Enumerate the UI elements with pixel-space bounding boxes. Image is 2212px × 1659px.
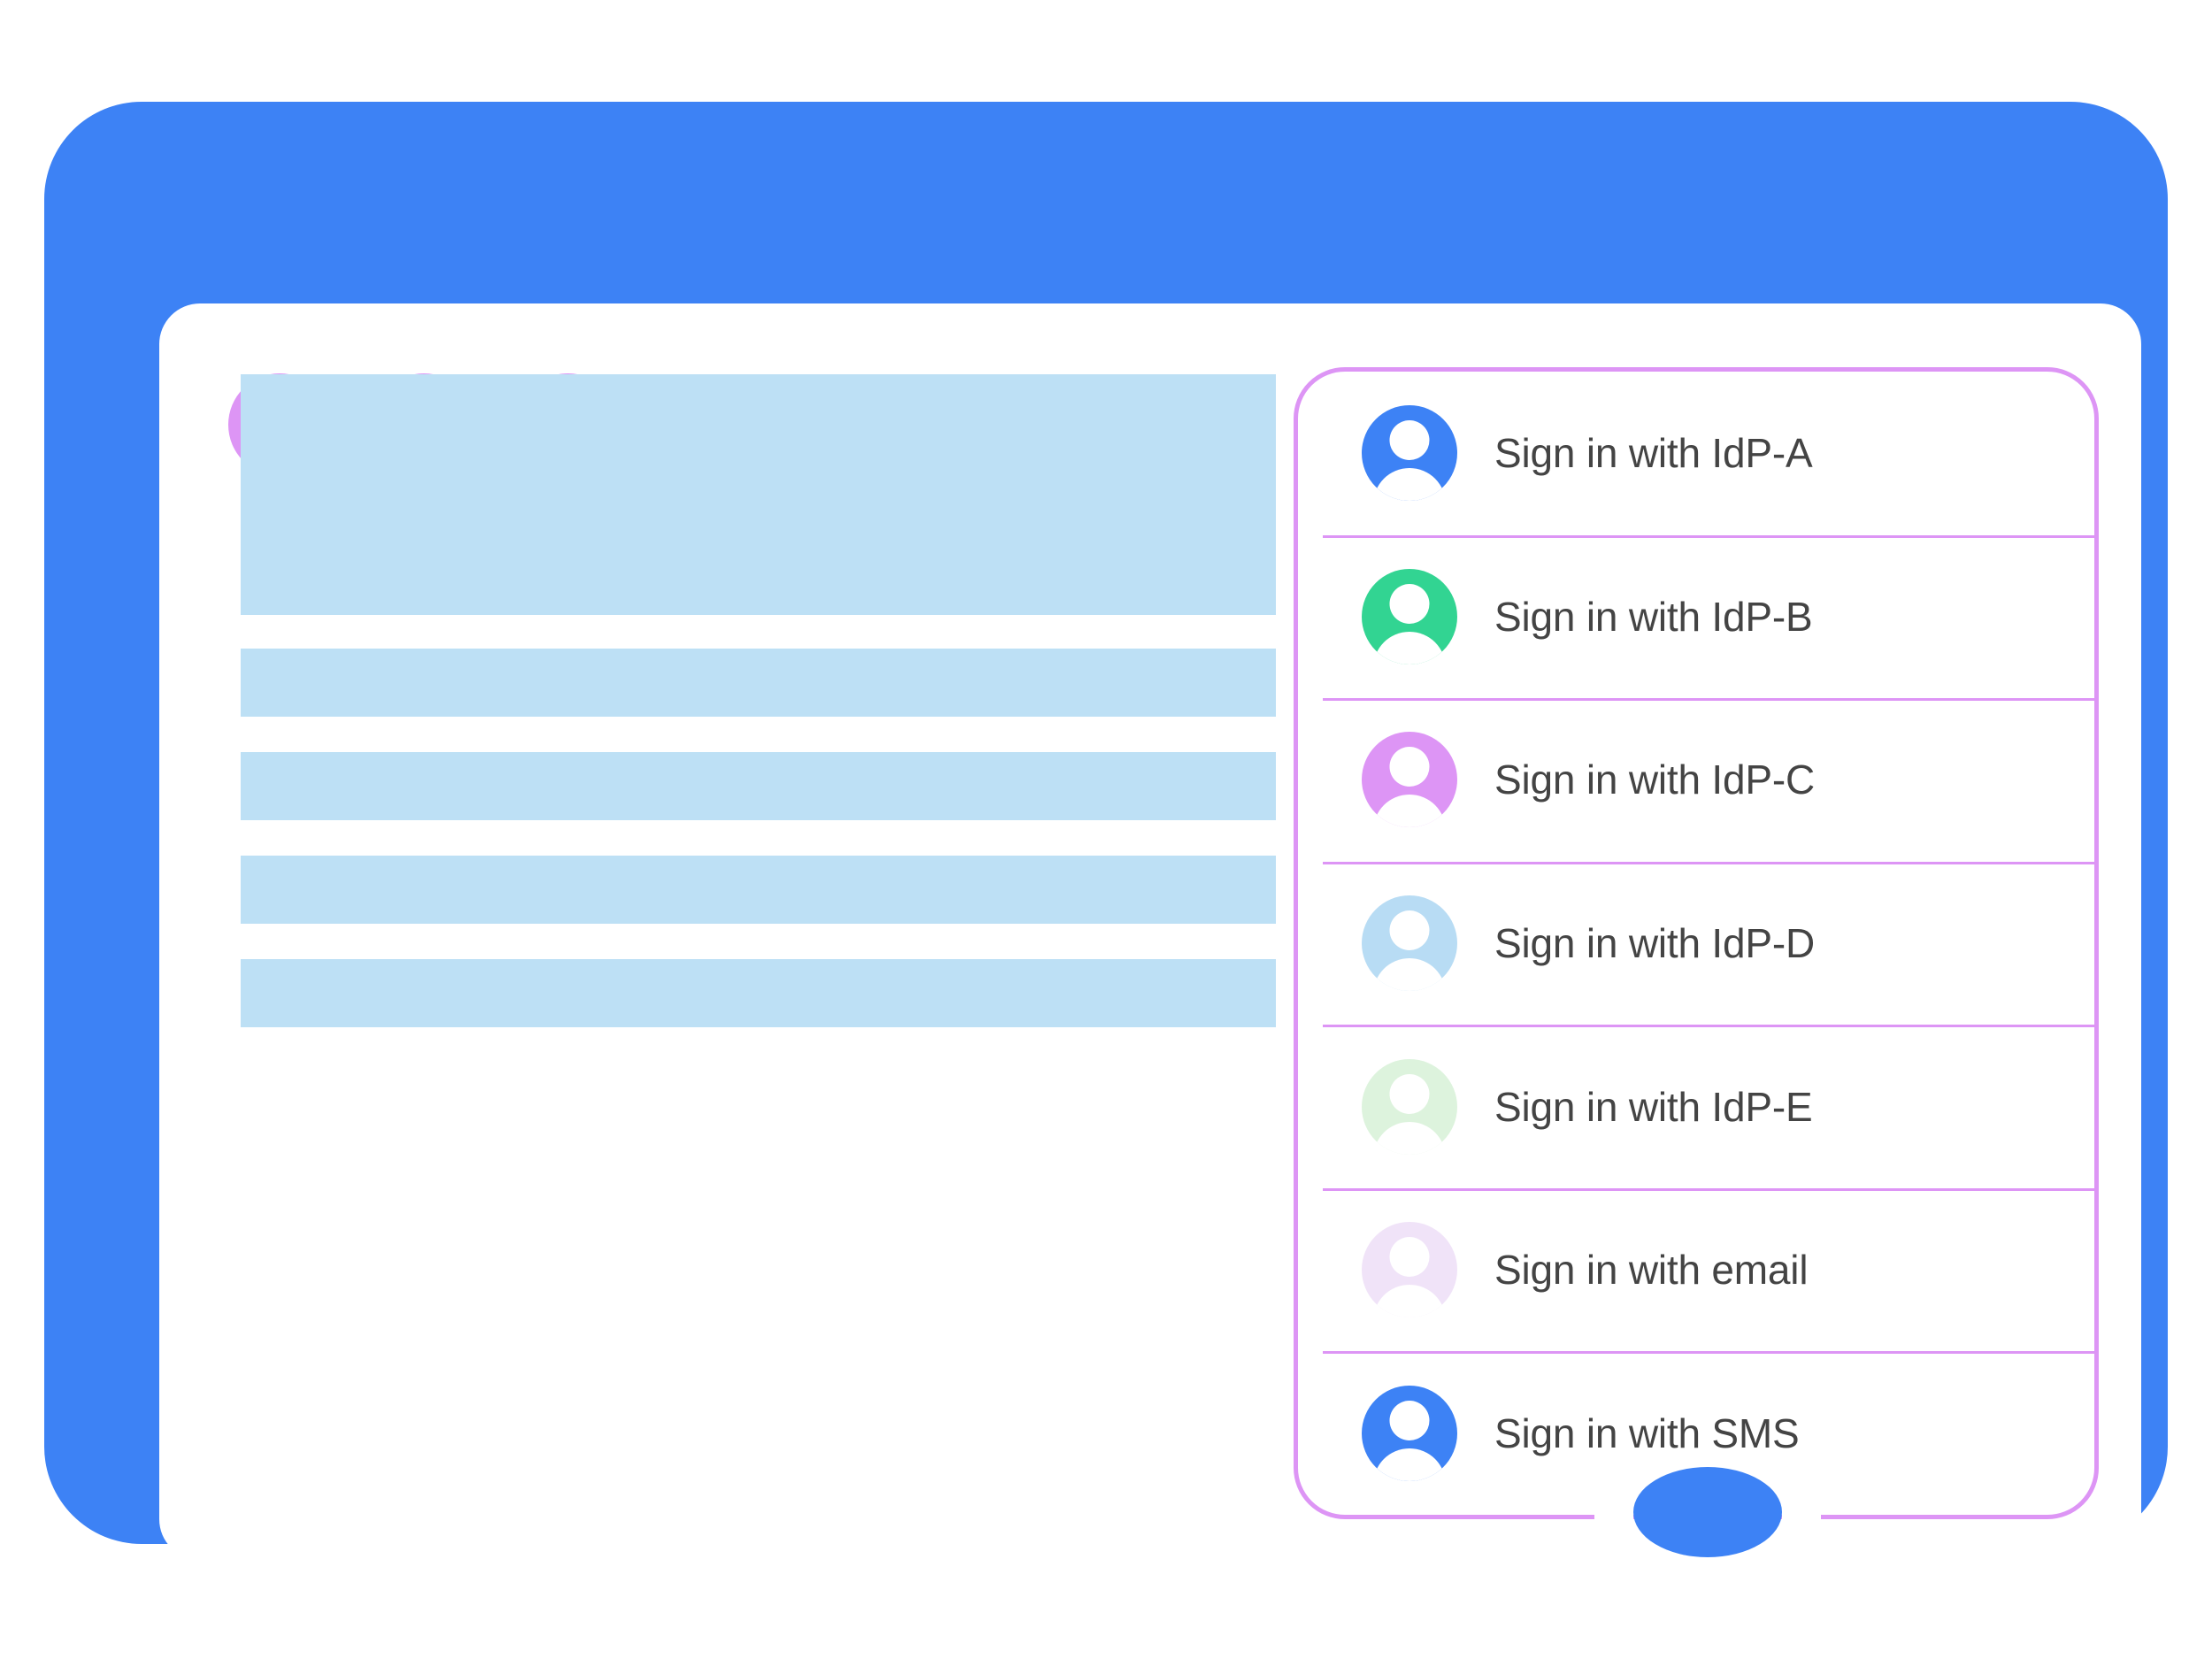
signin-provider-label: Sign in with IdP-C bbox=[1494, 757, 1815, 803]
signin-provider-item[interactable]: Sign in with IdP-A bbox=[1298, 372, 2094, 535]
bezel-notch-gap-left bbox=[1594, 1467, 1633, 1557]
bezel-notch-gap-right bbox=[1782, 1467, 1821, 1557]
content-placeholder-hero bbox=[241, 374, 1276, 615]
signin-provider-item[interactable]: Sign in with IdP-C bbox=[1298, 698, 2094, 862]
avatar-icon bbox=[1362, 895, 1457, 992]
content-placeholder-column bbox=[241, 374, 1276, 1063]
avatar-icon bbox=[1362, 1058, 1457, 1155]
home-button[interactable] bbox=[1633, 1467, 1782, 1557]
signin-provider-item[interactable]: Sign in with email bbox=[1298, 1187, 2094, 1352]
avatar-icon bbox=[1362, 1222, 1457, 1318]
signin-provider-item[interactable]: Sign in with SMS bbox=[1298, 1351, 2094, 1515]
avatar-icon bbox=[1362, 1385, 1457, 1481]
content-placeholder-bar bbox=[241, 649, 1276, 717]
content-placeholder-bar bbox=[241, 752, 1276, 820]
signin-provider-label: Sign in with email bbox=[1494, 1247, 1809, 1294]
signin-provider-label: Sign in with IdP-A bbox=[1494, 430, 1813, 477]
signin-provider-list: Sign in with IdP-A Sign in with IdP-B Sign… bbox=[1298, 372, 2094, 1515]
avatar-icon bbox=[1362, 405, 1457, 502]
avatar-icon bbox=[1362, 568, 1457, 664]
content-placeholder-bar bbox=[241, 856, 1276, 924]
signin-chooser-panel: Sign in with IdP-A Sign in with IdP-B Sign… bbox=[1294, 367, 2099, 1519]
signin-provider-item[interactable]: Sign in with IdP-B bbox=[1298, 534, 2094, 699]
signin-provider-label: Sign in with SMS bbox=[1494, 1409, 1800, 1456]
signin-provider-label: Sign in with IdP-D bbox=[1494, 920, 1815, 967]
avatar-icon bbox=[1362, 732, 1457, 828]
signin-provider-label: Sign in with IdP-E bbox=[1494, 1083, 1813, 1130]
content-placeholder-bar bbox=[241, 959, 1276, 1027]
signin-provider-item[interactable]: Sign in with IdP-D bbox=[1298, 861, 2094, 1025]
signin-provider-item[interactable]: Sign in with IdP-E bbox=[1298, 1025, 2094, 1188]
signin-provider-label: Sign in with IdP-B bbox=[1494, 593, 1813, 640]
